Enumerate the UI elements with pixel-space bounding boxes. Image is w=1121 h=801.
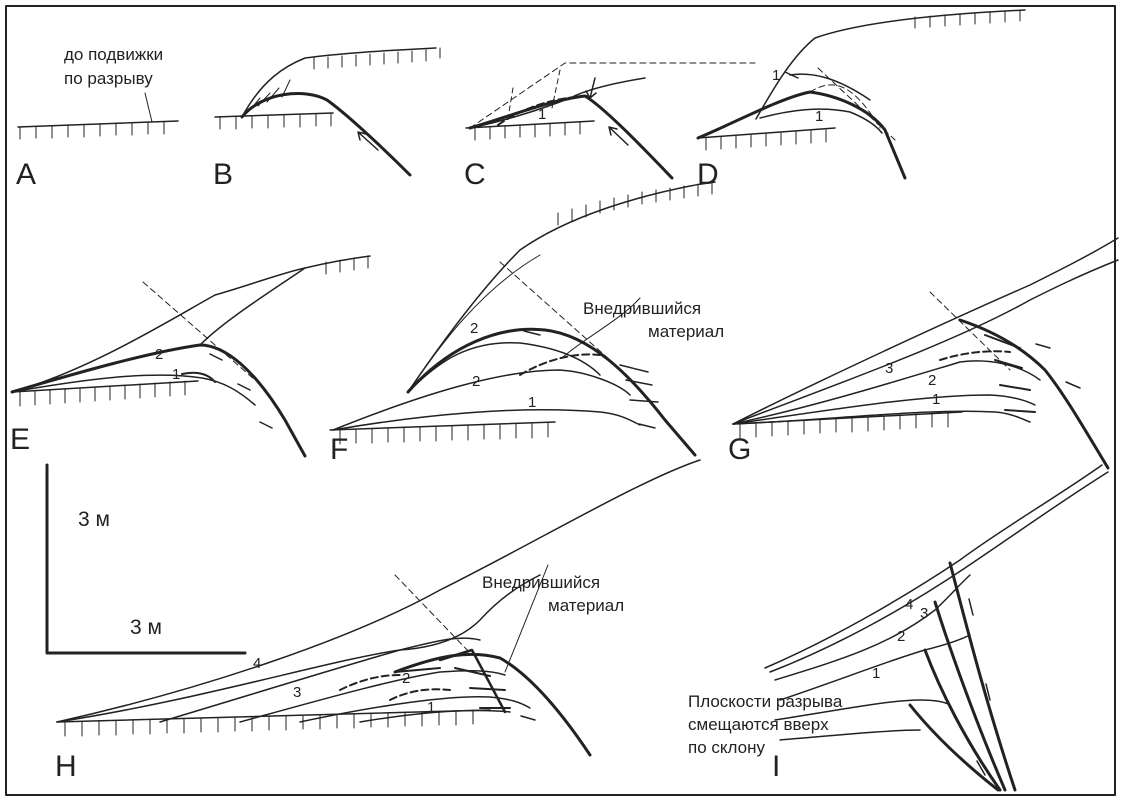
note-injected-f-line1: Внедрившийся [583,298,701,319]
note-planes-line1: Плоскости разрыва [688,691,842,712]
panel-label-f: F [330,433,348,467]
unit-number-h-2: 2 [402,670,410,687]
unit-number-g-2: 2 [928,372,936,389]
note-injected-h-line1: Внедрившийся [482,572,600,593]
unit-number-h-4: 4 [253,655,261,672]
panel-label-b: B [213,158,233,192]
unit-number-c-1: 1 [538,106,546,123]
note-injected-h-line2: материал [548,595,624,616]
unit-number-f-2-lower: 2 [472,373,480,390]
panel-label-g: G [728,433,751,467]
unit-number-e-1: 1 [172,366,180,383]
unit-number-d-1-lower: 1 [815,108,823,125]
panel-d-sketch [698,10,1025,178]
panel-g-sketch [733,238,1118,468]
panel-label-d: D [697,158,719,192]
panel-label-h: H [55,750,77,784]
unit-number-h-1: 1 [427,699,435,716]
panel-label-e: E [10,423,30,457]
figure-frame [6,6,1115,795]
unit-number-g-3: 3 [885,360,893,377]
unit-number-g-1: 1 [932,391,940,408]
unit-number-e-2: 2 [155,346,163,363]
panel-label-i: I [772,750,780,784]
unit-number-i-2: 2 [897,628,905,645]
panel-b-sketch [215,48,440,175]
panel-i-sketch [765,465,1108,790]
scale-label-vertical: 3 м [78,508,110,532]
note-injected-f-line2: материал [648,321,724,342]
panel-label-c: C [464,158,486,192]
unit-number-h-3: 3 [293,684,301,701]
panel-e-sketch [12,256,370,456]
unit-number-d-1-upper: 1 [772,67,780,84]
note-before-slip-line2: по разрыву [64,68,153,89]
scale-label-horizontal: 3 м [130,616,162,640]
panel-a-sketch [18,93,178,139]
unit-number-i-4: 4 [905,596,913,613]
note-planes-line3: по склону [688,737,765,758]
unit-number-i-3: 3 [920,605,928,622]
unit-number-f-1: 1 [528,394,536,411]
unit-number-f-2-upper: 2 [470,320,478,337]
unit-number-i-1: 1 [872,665,880,682]
note-before-slip-line1: до подвижки [64,44,163,65]
note-planes-line2: смещаются вверх [688,714,829,735]
panel-label-a: A [16,158,36,192]
